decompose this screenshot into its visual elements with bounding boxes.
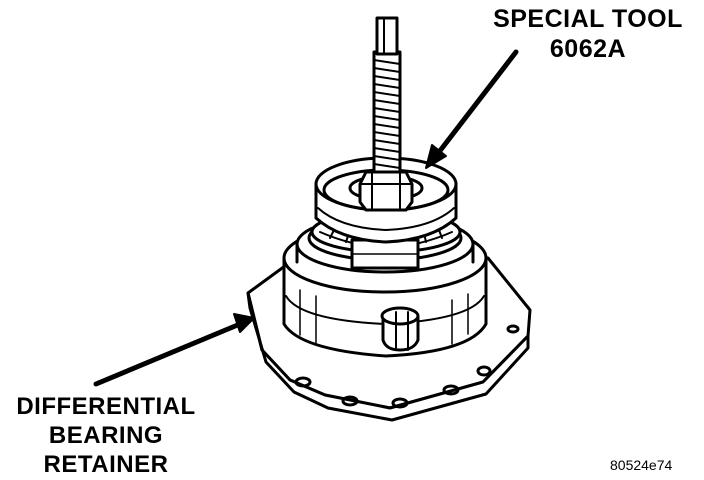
retainer-label-line-3: RETAINER	[43, 451, 169, 478]
special-tool-label-line-1: SPECIAL TOOL	[493, 5, 683, 33]
tool-threaded-screw	[372, 16, 402, 174]
tool-hex-nut	[358, 170, 414, 212]
special-tool-label: SPECIAL TOOL 6062A	[478, 4, 698, 64]
special-tool-leader-arrow	[425, 49, 519, 169]
retainer-label-line-1: DIFFERENTIAL	[16, 393, 196, 420]
special-tool-label-line-2: 6062A	[549, 35, 627, 63]
retainer-label-line-2: BEARING	[48, 422, 164, 449]
retainer-leader-arrow	[93, 313, 255, 387]
retainer-label: DIFFERENTIAL BEARING RETAINER	[0, 392, 212, 479]
vent-plug	[380, 306, 420, 352]
figure-id: 80524e74	[610, 457, 673, 473]
